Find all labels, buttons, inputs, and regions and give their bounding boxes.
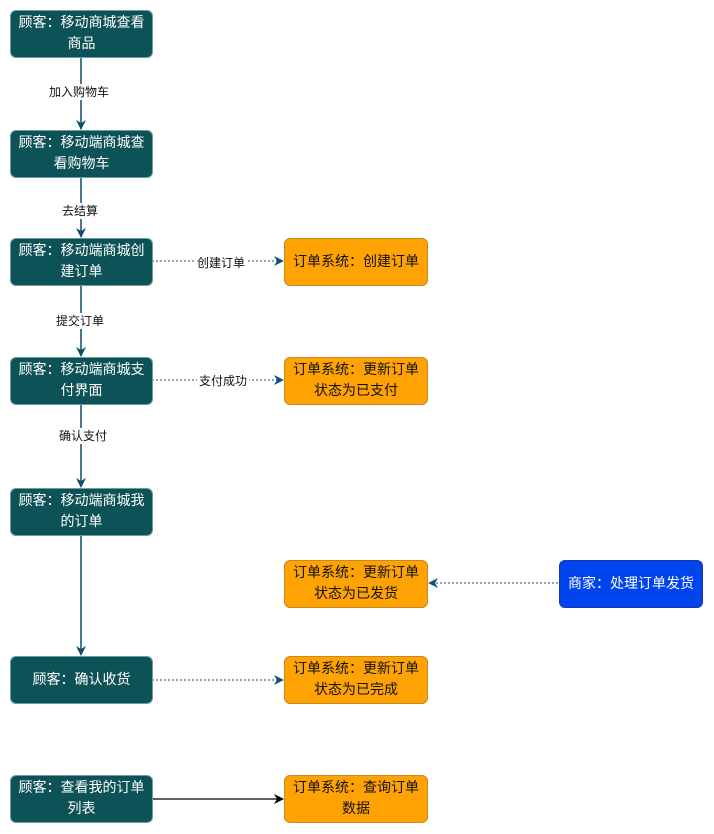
node-order-query-label: 订单系统：查询订单数据 (293, 780, 419, 817)
node-customer-my-orders: 顾客：移动端商城我的订单 (10, 488, 153, 536)
edge-label-add-to-cart: 加入购物车 (47, 84, 112, 100)
node-customer-cart-label: 顾客：移动端商城查看购物车 (18, 135, 145, 172)
edge-label-pay-success: 支付成功 (197, 373, 250, 389)
node-customer-order-list: 顾客：查看我的订单列表 (10, 775, 153, 823)
node-customer-order-list-label: 顾客：查看我的订单列表 (18, 780, 145, 817)
node-customer-confirm-receipt: 顾客：确认收货 (10, 656, 153, 704)
node-customer-create-order: 顾客：移动端商城创建订单 (10, 238, 153, 286)
edge-label-submit-order: 提交订单 (54, 313, 107, 329)
node-order-paid-label: 订单系统：更新订单状态为已支付 (293, 362, 419, 399)
node-merchant-ship: 商家：处理订单发货 (559, 560, 703, 608)
node-customer-my-orders-label: 顾客：移动端商城我的订单 (18, 493, 145, 530)
node-customer-create-order-label: 顾客：移动端商城创建订单 (18, 243, 145, 280)
node-customer-browse: 顾客：移动商城查看商品 (10, 10, 153, 58)
node-customer-browse-label: 顾客：移动商城查看商品 (18, 15, 145, 52)
node-customer-cart: 顾客：移动端商城查看购物车 (10, 130, 153, 178)
edge-label-checkout: 去结算 (60, 203, 101, 219)
node-order-shipped: 订单系统：更新订单状态为已发货 (284, 560, 428, 608)
node-order-completed: 订单系统：更新订单状态为已完成 (284, 656, 428, 704)
node-order-paid: 订单系统：更新订单状态为已支付 (284, 357, 428, 405)
node-customer-pay-label: 顾客：移动端商城支付界面 (18, 362, 145, 399)
node-customer-confirm-receipt-label: 顾客：确认收货 (32, 671, 131, 688)
node-order-query: 订单系统：查询订单数据 (284, 775, 428, 823)
node-order-create-label: 订单系统：创建订单 (293, 253, 419, 270)
node-customer-pay: 顾客：移动端商城支付界面 (10, 357, 153, 405)
node-order-create: 订单系统：创建订单 (284, 238, 428, 286)
node-order-shipped-label: 订单系统：更新订单状态为已发货 (293, 565, 419, 602)
edge-label-confirm-pay: 确认支付 (57, 428, 110, 444)
node-order-completed-label: 订单系统：更新订单状态为已完成 (293, 661, 419, 698)
edge-label-create-order: 创建订单 (195, 255, 248, 271)
node-merchant-ship-label: 商家：处理订单发货 (568, 575, 694, 592)
